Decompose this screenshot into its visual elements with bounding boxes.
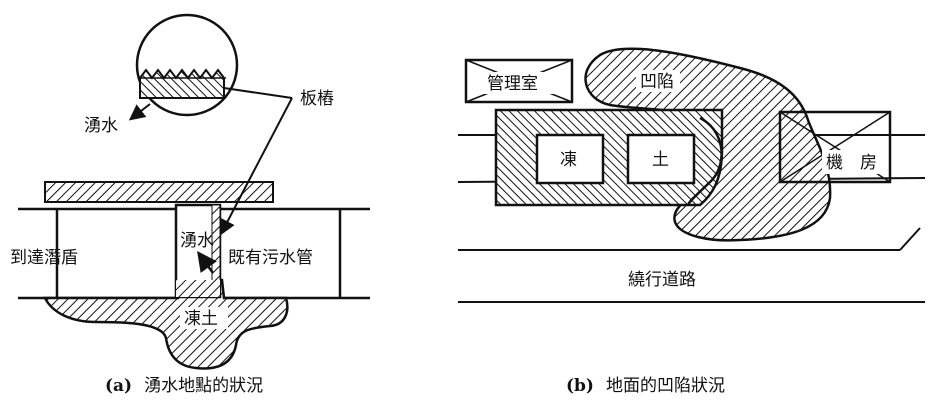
- frozen-soil-label-bg: [180, 307, 228, 329]
- label-machine-room: 機 房: [826, 153, 877, 173]
- inflow-arrow-shaft: [197, 250, 217, 274]
- label-subsidence: 凹陷: [640, 72, 674, 92]
- label-existing-sewer: 既有污水管: [228, 248, 313, 268]
- frozen-box-1: [535, 133, 605, 185]
- label-inflow-top: 湧水: [84, 116, 118, 136]
- label-control-room: 管理室: [487, 74, 538, 94]
- machine-room-label-bg: [822, 150, 882, 174]
- ground-band-top: [44, 181, 274, 203]
- caption-b: (b) 地面的凹陷狀況: [566, 376, 725, 396]
- subsidence-edge: [686, 116, 723, 206]
- detail-circle: [135, 13, 239, 117]
- panel-a: 湧水 板樁 到達潛盾 湧水 既有污水管 凍土 (a) 湧水地點的狀況: [10, 13, 370, 396]
- caption-a: (a) 湧水地點的狀況: [105, 376, 263, 396]
- caption-b-tag: (b): [566, 376, 594, 396]
- detail-pile-teeth: [139, 68, 225, 99]
- caption-b-text: 地面的凹陷狀況: [606, 376, 725, 396]
- label-sheet-pile: 板樁: [300, 89, 334, 109]
- shaft-floor-hatch: [176, 280, 220, 297]
- label-detour-road: 繞行道路: [628, 270, 696, 290]
- frozen-soil-shape: [42, 274, 289, 370]
- panel-b: 管理室 凹陷 凍 土 機 房 繞行道路 (b) 地面的凹陷狀況: [457, 47, 926, 396]
- control-room: 管理室: [464, 58, 574, 104]
- machine-room: 機 房: [778, 110, 892, 184]
- subsidence-label-bg: [636, 70, 680, 92]
- label-frozen-1: 凍: [560, 150, 577, 170]
- label-frozen-soil: 凍土: [184, 309, 218, 329]
- road-slash: [899, 227, 921, 251]
- label-shield-arrival: 到達潛盾: [10, 248, 78, 268]
- sheet-pile-leader-2: [220, 97, 293, 236]
- label-frozen-2: 土: [652, 150, 669, 170]
- control-room-label-bg: [484, 72, 554, 94]
- caption-a-tag: (a): [105, 376, 132, 396]
- sheet-pile-leader-1: [223, 87, 293, 99]
- label-inflow-shaft: 湧水: [180, 231, 214, 251]
- frozen-box-2: [626, 133, 696, 185]
- inflow-arrow-top: [128, 103, 151, 121]
- caption-a-text: 湧水地點的狀況: [144, 376, 263, 396]
